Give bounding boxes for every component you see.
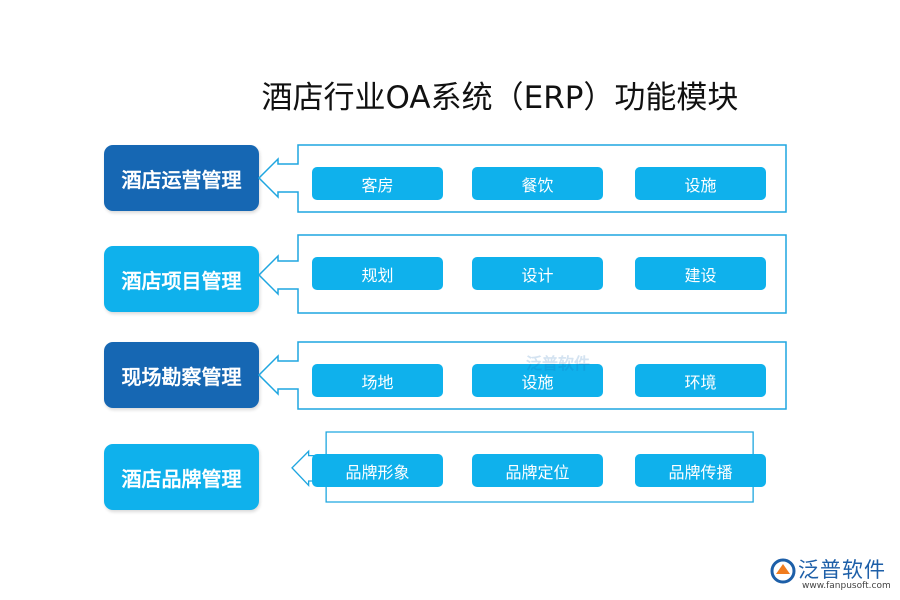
logo-icon (770, 558, 796, 584)
bracket-arrow (257, 144, 787, 213)
brand-logo: 泛普软件 www.fanpusoft.com (768, 552, 893, 598)
bracket-arrow (291, 431, 754, 503)
item-group: 场地 设施 环境 (0, 364, 900, 398)
category-box: 现场勘察管理 (104, 342, 259, 408)
module-item[interactable]: 品牌定位 (472, 454, 603, 487)
module-row-project: 酒店项目管理 规划 设计 建设 (0, 234, 900, 314)
module-item[interactable]: 品牌形象 (312, 454, 443, 487)
bracket-arrow (257, 341, 787, 410)
module-item[interactable]: 设施 (472, 364, 603, 397)
item-group: 客房 餐饮 设施 (0, 167, 900, 201)
category-box: 酒店项目管理 (104, 246, 259, 312)
module-row-survey: 现场勘察管理 场地 设施 环境 (0, 341, 900, 412)
module-item[interactable]: 设计 (472, 257, 603, 290)
category-box: 酒店品牌管理 (104, 444, 259, 510)
category-box: 酒店运营管理 (104, 145, 259, 211)
module-row-operation: 酒店运营管理 客房 餐饮 设施 (0, 144, 900, 215)
watermark-text: 泛普软件 (526, 354, 591, 373)
module-item[interactable]: 规划 (312, 257, 443, 290)
item-group: 规划 设计 建设 (0, 257, 900, 291)
bracket-arrow (257, 234, 787, 314)
module-item[interactable]: 场地 (312, 364, 443, 397)
module-row-brand: 酒店品牌管理 品牌形象 品牌定位 品牌传播 (0, 431, 900, 510)
logo-url: www.fanpusoft.com (802, 581, 891, 591)
module-item[interactable]: 设施 (635, 167, 766, 200)
logo-name: 泛普软件 (798, 558, 886, 582)
watermark: 泛普软件 (526, 350, 626, 400)
module-item[interactable]: 餐饮 (472, 167, 603, 200)
module-item[interactable]: 建设 (635, 257, 766, 290)
diagram-title: 酒店行业OA系统（ERP）功能模块 (261, 80, 739, 116)
module-item[interactable]: 客房 (312, 167, 443, 200)
module-item[interactable]: 环境 (635, 364, 766, 397)
item-group: 品牌形象 品牌定位 品牌传播 (0, 454, 900, 488)
module-item[interactable]: 品牌传播 (635, 454, 766, 487)
